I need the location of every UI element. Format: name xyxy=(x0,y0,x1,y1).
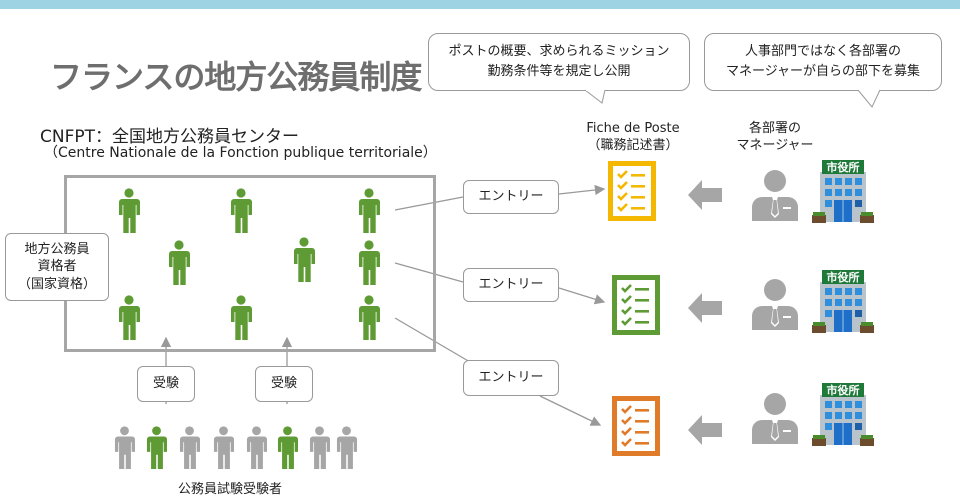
page-title: フランスの地方公務員制度 xyxy=(50,58,422,96)
person-icon xyxy=(146,426,168,470)
qualified-line1: 地方公務員 xyxy=(24,241,90,257)
candidates-label: 公務員試験受験者 xyxy=(177,482,282,497)
city-hall-icon: 市役所 xyxy=(812,381,874,449)
qualified-line2: 資格者 xyxy=(37,259,77,275)
person-icon xyxy=(309,426,331,470)
manager-line1: 各部署の xyxy=(748,121,801,136)
callout-left-line1: ポストの概要、求められるミッション xyxy=(448,44,670,59)
exam-box: 受験 xyxy=(137,366,195,402)
building-sign: 市役所 xyxy=(826,161,860,174)
person-icon xyxy=(213,426,235,470)
cnfpt-fullname: （Centre Nationale de la Fonction publiqu… xyxy=(44,145,437,161)
city-hall-icon: 市役所 xyxy=(812,158,874,226)
manager-icon xyxy=(752,279,798,330)
qualified-line3: （国家資格） xyxy=(17,276,96,292)
building-sign: 市役所 xyxy=(826,384,860,397)
left-arrow-icon xyxy=(688,180,722,210)
person-icon xyxy=(277,426,299,470)
entry-box: エントリー xyxy=(463,180,559,214)
person-icon xyxy=(336,426,358,470)
manager-icon xyxy=(752,393,798,444)
cnfpt-title: CNFPT：全国地方公務員センター xyxy=(40,127,300,147)
person-icon xyxy=(119,295,140,340)
callout-right-line2: マネージャーが自らの部下を募集 xyxy=(725,63,921,79)
person-icon xyxy=(294,237,315,282)
qualified-label-box: 地方公務員資格者（国家資格） xyxy=(5,233,109,301)
checklist-icon xyxy=(612,396,660,456)
checklist-icon xyxy=(608,161,656,221)
manager-icon xyxy=(752,170,798,221)
entry-box: エントリー xyxy=(463,268,559,302)
callout-job-description: ポストの概要、求められるミッション勤務条件等を規定し公開 xyxy=(428,33,690,91)
person-icon xyxy=(246,426,268,470)
entry-box: エントリー xyxy=(463,360,559,396)
manager-label: 各部署のマネージャー xyxy=(720,121,830,155)
city-hall-icon: 市役所 xyxy=(812,268,874,336)
person-icon xyxy=(119,188,140,233)
person-icon xyxy=(179,426,201,470)
manager-line2: マネージャー xyxy=(736,137,814,153)
fiche-label: Fiche de Poste（職務記述書） xyxy=(573,121,693,155)
checklist-icon xyxy=(612,275,660,335)
person-icon xyxy=(231,188,252,233)
person-icon xyxy=(231,295,252,340)
person-icon xyxy=(114,426,136,470)
fiche-line1: Fiche de Poste xyxy=(586,121,680,136)
exam-box: 受験 xyxy=(255,366,313,402)
callout-manager-recruit: 人事部門ではなく各部署のマネージャーが自らの部下を募集 xyxy=(704,33,942,91)
left-arrow-icon xyxy=(688,293,722,323)
person-icon xyxy=(359,240,380,285)
fiche-line2: （職務記述書） xyxy=(587,137,679,153)
top-accent-bar xyxy=(0,0,960,9)
callout-left-line2: 勤務条件等を規定し公開 xyxy=(487,63,631,79)
left-arrow-icon xyxy=(688,415,722,445)
person-icon xyxy=(169,240,190,285)
callout-right-line1: 人事部門ではなく各部署の xyxy=(744,44,901,59)
building-sign: 市役所 xyxy=(826,271,860,284)
person-icon xyxy=(359,188,380,233)
person-icon xyxy=(359,295,380,340)
